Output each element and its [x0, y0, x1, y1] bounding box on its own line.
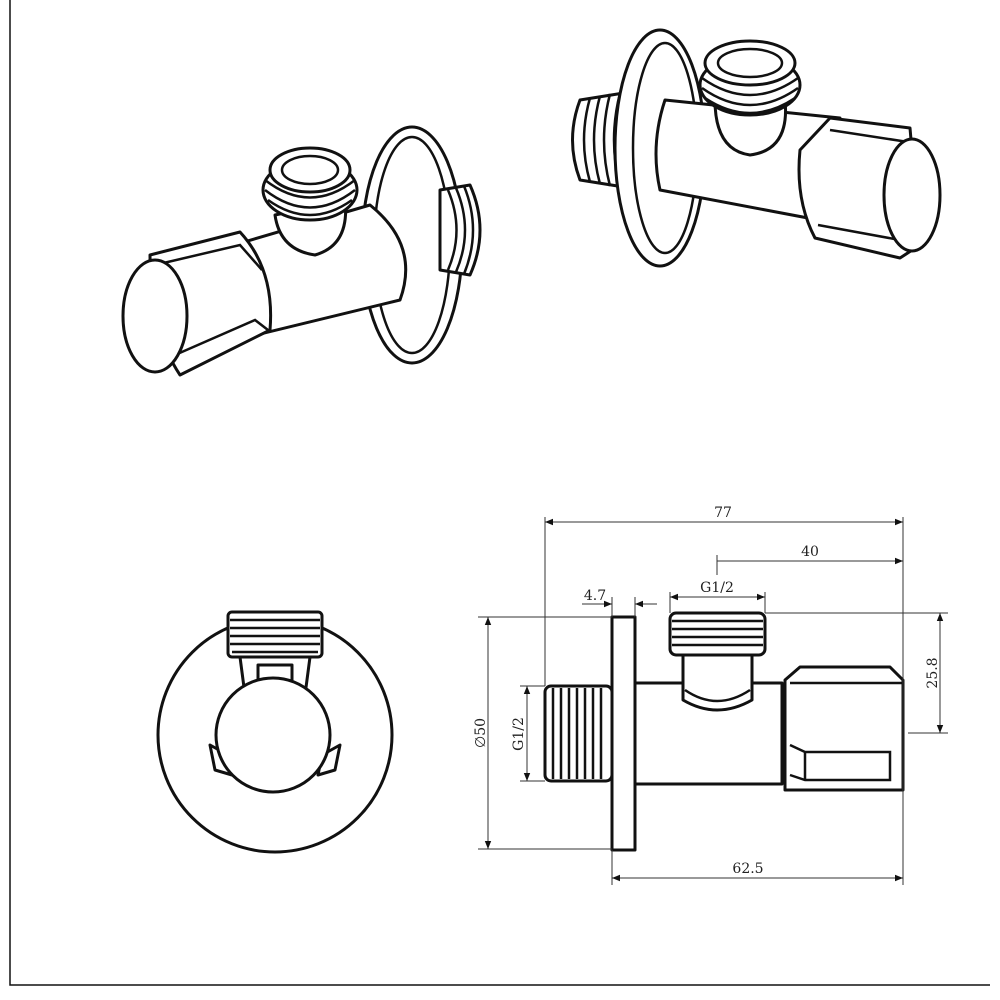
handle — [121, 230, 273, 377]
dim-body-length: 62.5 — [732, 861, 763, 877]
top-thread — [261, 146, 359, 222]
handle — [783, 665, 905, 792]
handle — [797, 116, 942, 260]
dim-flange-thickness: 4.7 — [584, 588, 606, 604]
dim-outlet-height: 25.8 — [925, 657, 941, 688]
top-thread — [698, 39, 802, 117]
drawing-frame — [9, 0, 990, 986]
flange — [610, 615, 637, 852]
front-view — [156, 610, 394, 854]
dim-overall-length: 77 — [714, 505, 732, 521]
body — [633, 681, 784, 786]
dim-inlet-thread: G1/2 — [511, 717, 527, 751]
dim-handle-offset: 40 — [801, 544, 819, 560]
rear-thread — [438, 183, 482, 277]
dim-outlet-thread: G1/2 — [700, 580, 734, 596]
outlet-thread — [668, 611, 767, 657]
dimension-lines — [478, 517, 948, 885]
isometric-view-left — [121, 125, 482, 377]
dim-flange-diameter: ∅50 — [473, 718, 489, 748]
side-view: 77 40 G1/2 4.7 ∅50 G1/2 25.8 62.5 — [473, 505, 948, 885]
isometric-view-right — [571, 28, 942, 268]
